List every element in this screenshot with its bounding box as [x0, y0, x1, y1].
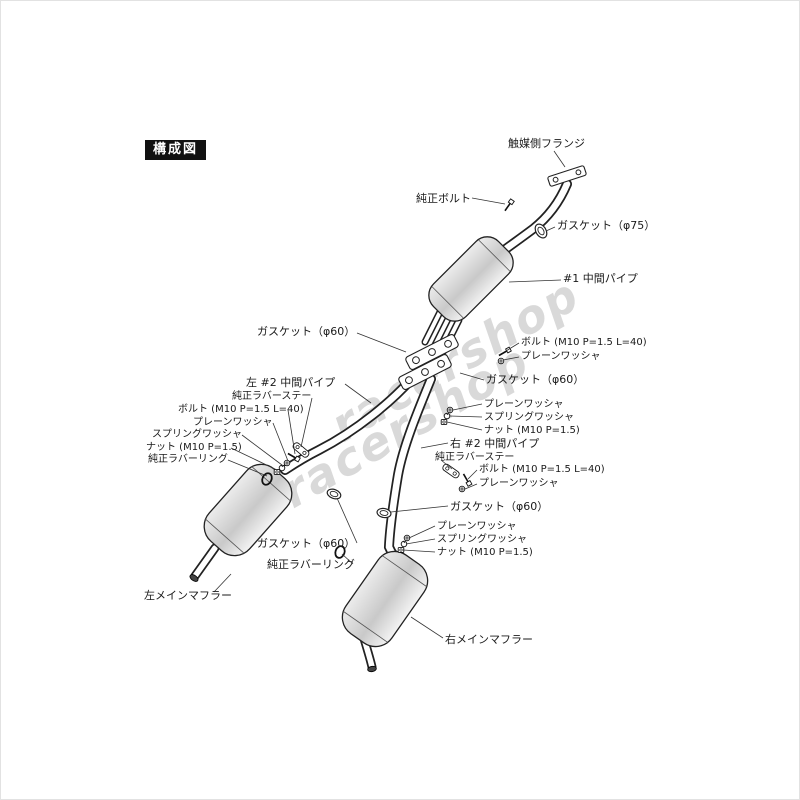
rubber-stay-part-right: [441, 462, 461, 480]
spring-washer-part-d: [400, 540, 408, 548]
label-left-main-muffler: 左メインマフラー: [144, 589, 232, 602]
label-gasket-phi60-c: ガスケット（φ60）: [450, 500, 549, 513]
nut-part-d: [397, 547, 405, 553]
right-main-muffler-part: [341, 550, 429, 673]
label-gasket-phi60-d: ガスケット（φ60）: [257, 537, 356, 550]
label-catalyst-side-flange: 触媒側フランジ: [508, 137, 585, 150]
label-gasket-phi75: ガスケット（φ75）: [557, 219, 656, 232]
label-nut-left: ナット (M10 P=1.5): [146, 442, 242, 453]
label-no1-center-pipe: #1 中間パイプ: [563, 272, 638, 285]
label-plain-washer-c: プレーンワッシャ: [479, 478, 559, 489]
label-oem-rubber-ring-left: 純正ラバーリング: [148, 454, 228, 465]
label-bolt-m10-a: ボルト (M10 P=1.5 L=40): [521, 337, 647, 348]
plain-washer-part-b: [446, 406, 454, 414]
right-hanger-cluster-b: [441, 462, 473, 493]
plain-washer-part-a: [497, 357, 505, 365]
label-oem-rubber-ring-bottom: 純正ラバーリング: [267, 558, 355, 571]
diagram-title: 構成図: [145, 140, 207, 161]
left-main-muffler-part: [189, 463, 293, 582]
label-gasket-phi60-b: ガスケット（φ60）: [486, 373, 585, 386]
label-oem-bolt: 純正ボルト: [416, 192, 471, 205]
inlet-pipe: [498, 179, 572, 256]
label-right-main-muffler: 右メインマフラー: [445, 633, 533, 646]
left-tailpipe-tip: [189, 574, 199, 582]
label-plain-washer-left: プレーンワッシャ: [193, 417, 273, 428]
catalyst-flange-part: [547, 165, 587, 187]
spring-washer-part-b: [443, 412, 451, 420]
right-tailpipe-tip: [367, 665, 377, 673]
nut-part-b: [440, 419, 448, 425]
leader-lines: [213, 150, 566, 639]
label-left-no2-center-pipe: 左 #2 中間パイプ: [246, 376, 336, 389]
oem-bolt-part: [502, 198, 516, 213]
label-spring-washer-d: スプリングワッシャ: [437, 534, 527, 545]
label-nut-b: ナット (M10 P=1.5): [484, 425, 580, 436]
plain-washer-part-c: [458, 485, 466, 493]
label-spring-washer-left: スプリングワッシャ: [152, 429, 242, 440]
label-plain-washer-b: プレーンワッシャ: [484, 399, 564, 410]
label-right-no2-center-pipe: 右 #2 中間パイプ: [450, 437, 540, 450]
label-oem-rubber-stay-left: 純正ラバーステー: [232, 391, 312, 402]
label-plain-washer-a: プレーンワッシャ: [521, 351, 601, 362]
plain-washer-part-d: [403, 534, 411, 542]
label-gasket-phi60-a: ガスケット（φ60）: [257, 325, 356, 338]
nut-part-left: [273, 469, 281, 475]
label-spring-washer-b: スプリングワッシャ: [484, 412, 574, 423]
plain-washer-part-left: [283, 459, 291, 467]
gasket-75-part: [534, 223, 548, 239]
label-bolt-m10-left: ボルト (M10 P=1.5 L=40): [178, 404, 304, 415]
label-nut-d: ナット (M10 P=1.5): [437, 547, 533, 558]
flange-plates: [398, 333, 459, 391]
label-oem-rubber-stay-right: 純正ラバーステー: [435, 452, 515, 463]
label-bolt-m10-right: ボルト (M10 P=1.5 L=40): [479, 464, 605, 475]
bolt-part-right: [460, 472, 473, 488]
label-plain-washer-d: プレーンワッシャ: [437, 521, 517, 532]
no1-center-pipe-part: [428, 236, 514, 322]
